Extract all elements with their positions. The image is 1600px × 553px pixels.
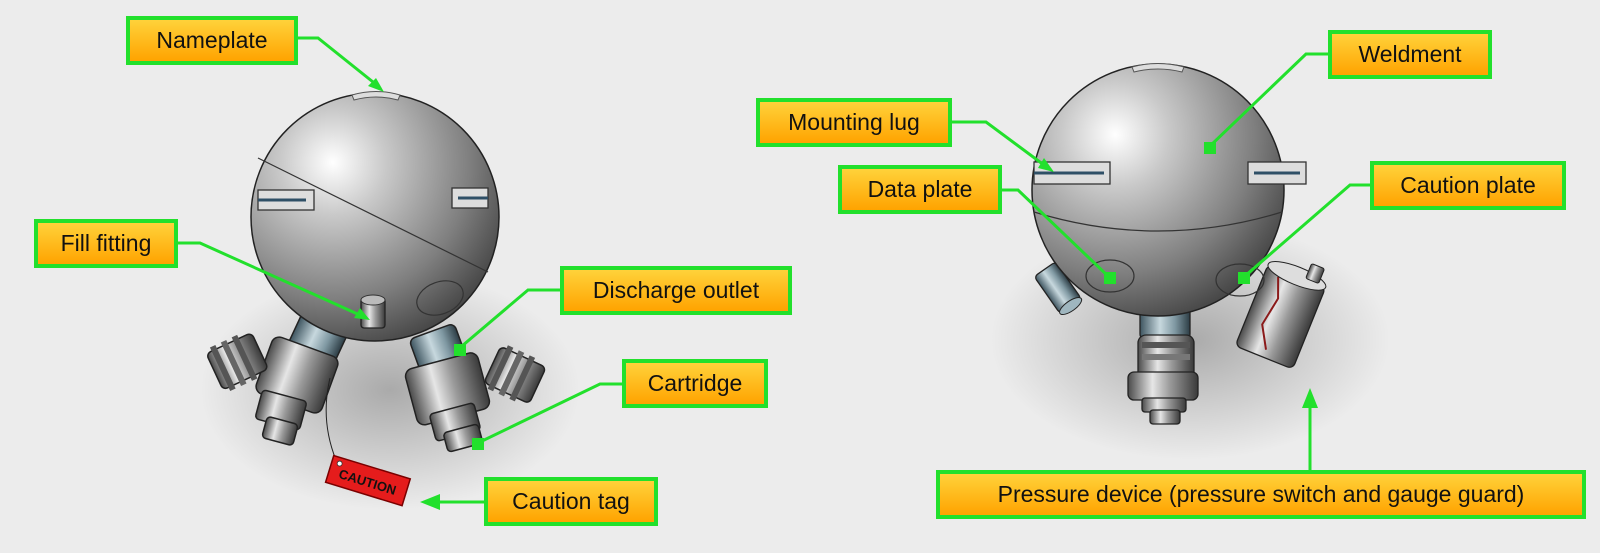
data-plate-label: Data plate (838, 165, 1002, 214)
right-valve-assembly (404, 324, 546, 453)
nameplate-plate (351, 91, 401, 101)
fill-fitting-label: Fill fitting (34, 219, 178, 268)
caution-plate-part (1215, 263, 1265, 297)
cartridge-label: Cartridge (622, 359, 768, 408)
left-valve-assembly (207, 313, 347, 446)
leader-lines (178, 36, 1370, 510)
side-fitting (1035, 262, 1083, 316)
mounting-lug-label: Mounting lug (756, 98, 952, 147)
nameplate-label: Nameplate (126, 16, 298, 65)
bottom-valve (1127, 293, 1199, 425)
data-plate-part (1085, 259, 1135, 293)
caution-plate-label: Caution plate (1370, 161, 1566, 210)
right-extinguisher (990, 63, 1390, 460)
weldment-label: Weldment (1328, 30, 1492, 79)
caution-tag-label: Caution tag (484, 477, 658, 526)
left-extinguisher: CAUTION (200, 91, 580, 510)
pressure-device-part (1236, 261, 1327, 368)
pressure-device-label: Pressure device (pressure switch and gau… (936, 470, 1586, 519)
discharge-outlet-label: Discharge outlet (560, 266, 792, 315)
